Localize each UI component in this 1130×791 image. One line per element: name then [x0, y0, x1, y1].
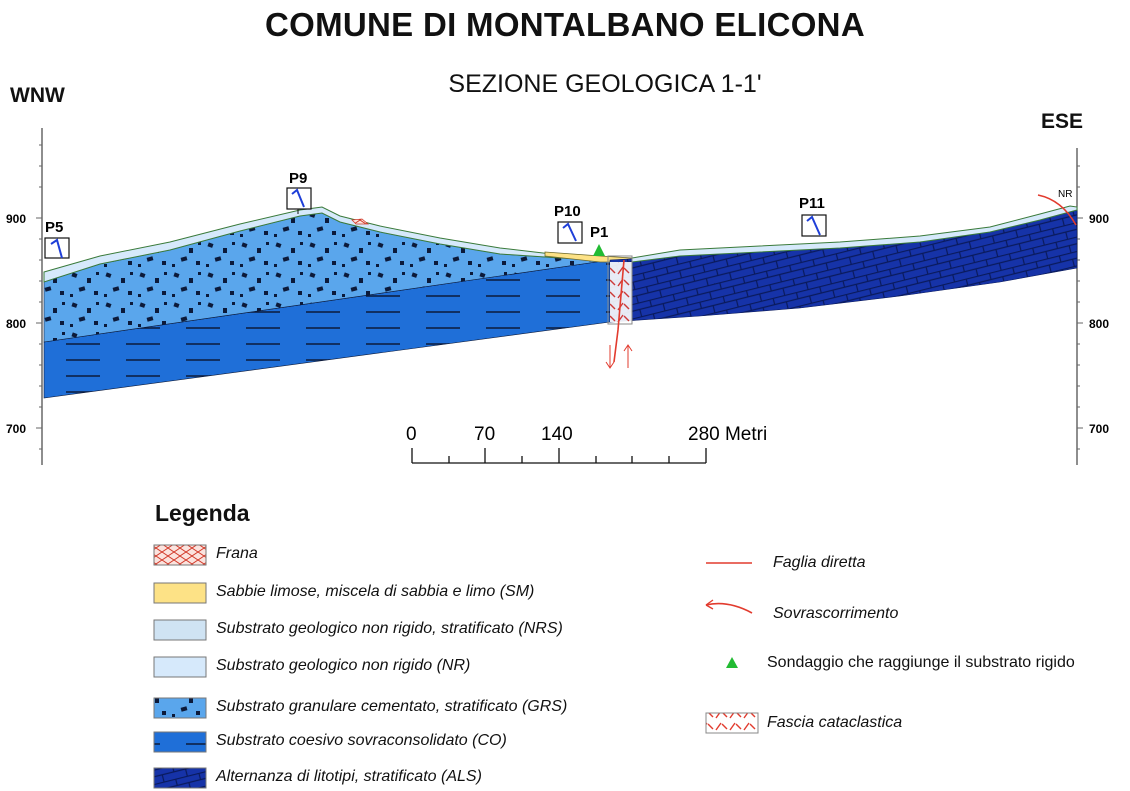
well-label-p5: P5: [45, 219, 63, 236]
borehole-p1: [607, 255, 633, 325]
well-marker-p9: [286, 187, 312, 214]
left-tick-700: 700: [6, 422, 26, 436]
scale-bar: [411, 448, 707, 464]
right-tick-700: 700: [1089, 422, 1109, 436]
legend-item-grs: Substrato granulare cementato, stratific…: [216, 698, 568, 715]
fault-arrow-up: [623, 344, 633, 368]
legend-item-frana: Frana: [216, 545, 258, 562]
legend-symbol-faglia-diretta: Faglia diretta: [773, 554, 866, 571]
page-title: COMUNE DI MONTALBANO ELICONA: [265, 6, 865, 43]
fault-arrow-down: [605, 345, 615, 369]
direction-left-label: WNW: [10, 84, 65, 107]
well-label-nr: NR: [1058, 189, 1072, 200]
scale-label-140: 140: [541, 424, 573, 445]
legend-item-sm: Sabbie limose, miscela di sabbia e limo …: [216, 583, 535, 600]
legend-title: Legenda: [155, 500, 250, 526]
legend-symbol-sovrascorrimento: Sovrascorrimento: [773, 605, 899, 622]
legend-item-nr: Substrato geologico non rigido (NR): [216, 657, 471, 674]
legend-swatches: [153, 544, 207, 789]
legend-item-nrs: Substrato geologico non rigido, stratifi…: [216, 620, 563, 637]
layer-frana: [351, 218, 370, 225]
section-subtitle: SEZIONE GEOLOGICA 1-1': [448, 70, 762, 98]
thrust-line: [1037, 194, 1077, 226]
scale-label-0: 0: [406, 424, 417, 445]
well-label-p9: P9: [289, 170, 307, 187]
scale-label-280: 280 Metri: [688, 424, 767, 445]
well-marker-p10: [557, 221, 583, 244]
legend-symbols: [705, 562, 759, 734]
well-label-p11: P11: [799, 195, 825, 212]
right-tick-900: 900: [1089, 212, 1109, 226]
left-axis: [36, 128, 43, 465]
well-label-p10: P10: [554, 203, 581, 220]
layer-nr-right: [631, 205, 1078, 263]
legend-symbol-sondaggio: Sondaggio che raggiunge il substrato rig…: [767, 654, 1075, 671]
well-marker-p11: [801, 214, 827, 237]
legend-symbol-fascia-cataclastica: Fascia cataclastica: [767, 714, 903, 731]
well-label-p1: P1: [590, 224, 608, 241]
well-marker-p5: [44, 237, 70, 259]
right-tick-800: 800: [1089, 317, 1109, 331]
scale-label-70: 70: [474, 424, 495, 445]
borehole-triangle-p1: [593, 244, 605, 256]
fault-line: [613, 259, 625, 363]
right-axis: [1076, 148, 1083, 465]
left-tick-800: 800: [6, 317, 26, 331]
direction-right-label: ESE: [1041, 110, 1084, 133]
legend-item-co: Substrato coesivo sovraconsolidato (CO): [216, 732, 507, 749]
left-tick-900: 900: [6, 212, 26, 226]
legend-item-als: Alternanza di litotipi, stratificato (AL…: [216, 768, 482, 785]
